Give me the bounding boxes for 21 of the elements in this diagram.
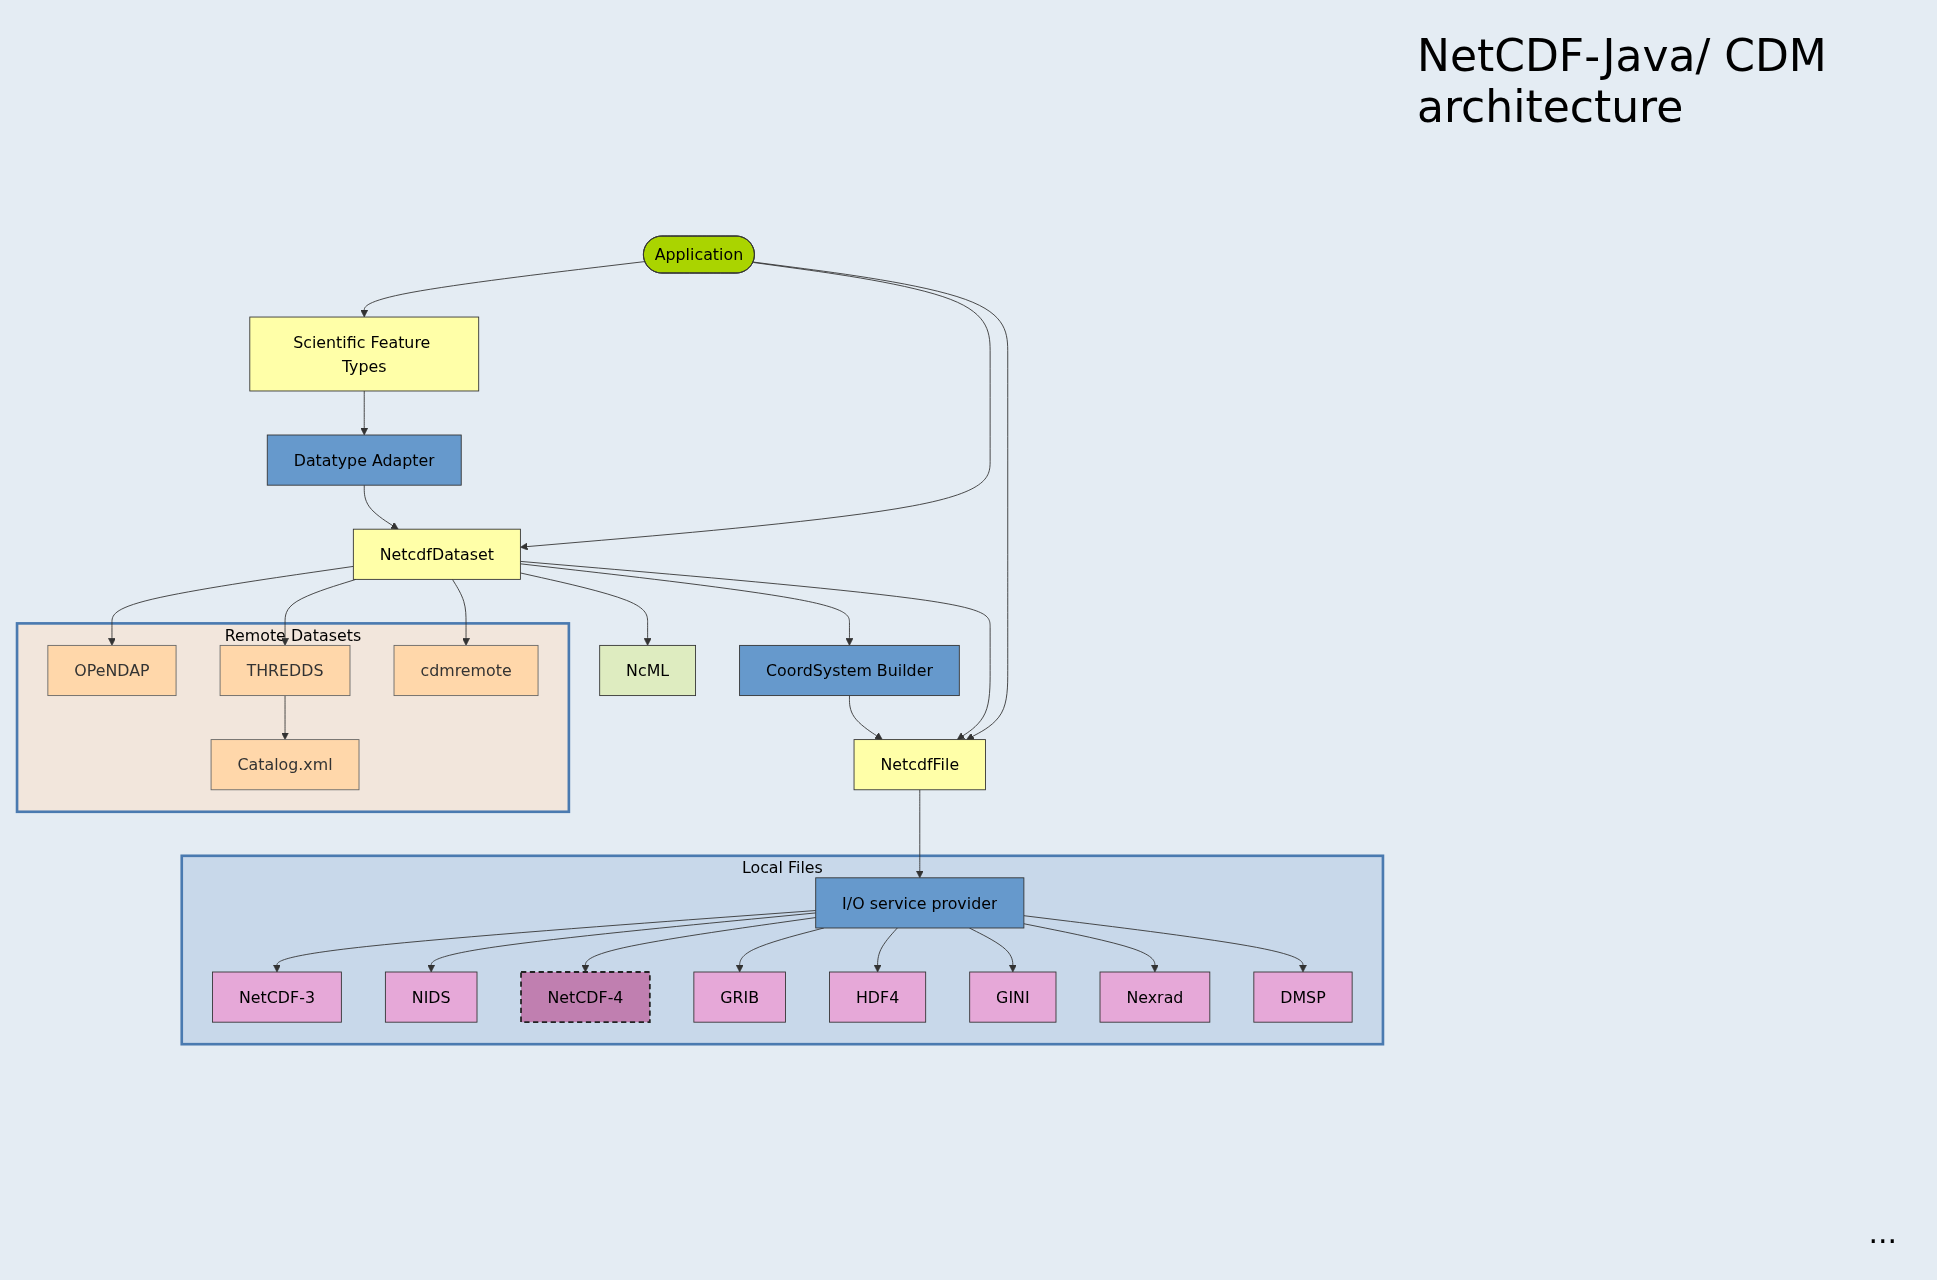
- node-box: NcML: [599, 644, 696, 696]
- node-box: THREDDS: [219, 644, 351, 696]
- node-box: GRIB: [693, 971, 786, 1023]
- node-box: Datatype Adapter: [266, 434, 462, 486]
- node-box: HDF4: [829, 971, 927, 1023]
- node-box: Scientific Feature Types: [249, 316, 480, 392]
- node-box: Catalog.xml: [210, 739, 360, 791]
- node-box: NetCDF-3: [212, 971, 342, 1023]
- node-box: NetCDF-4: [520, 971, 651, 1023]
- node-box: NetcdfDataset: [352, 528, 521, 580]
- node-box: cdmremote: [393, 644, 539, 696]
- ellipsis-note: ...: [1868, 1215, 1897, 1250]
- node-box: GINI: [969, 971, 1057, 1023]
- node-box: OPeNDAP: [47, 644, 177, 696]
- node-box: Nexrad: [1099, 971, 1211, 1023]
- node-box: CoordSystem Builder: [739, 644, 960, 696]
- node-box: I/O service provider: [815, 877, 1025, 929]
- diagram-title: NetCDF-Java/ CDM architecture: [1417, 30, 1828, 132]
- node-box: DMSP: [1253, 971, 1353, 1023]
- node-box: NetcdfFile: [853, 739, 986, 791]
- node-box: NIDS: [384, 971, 478, 1023]
